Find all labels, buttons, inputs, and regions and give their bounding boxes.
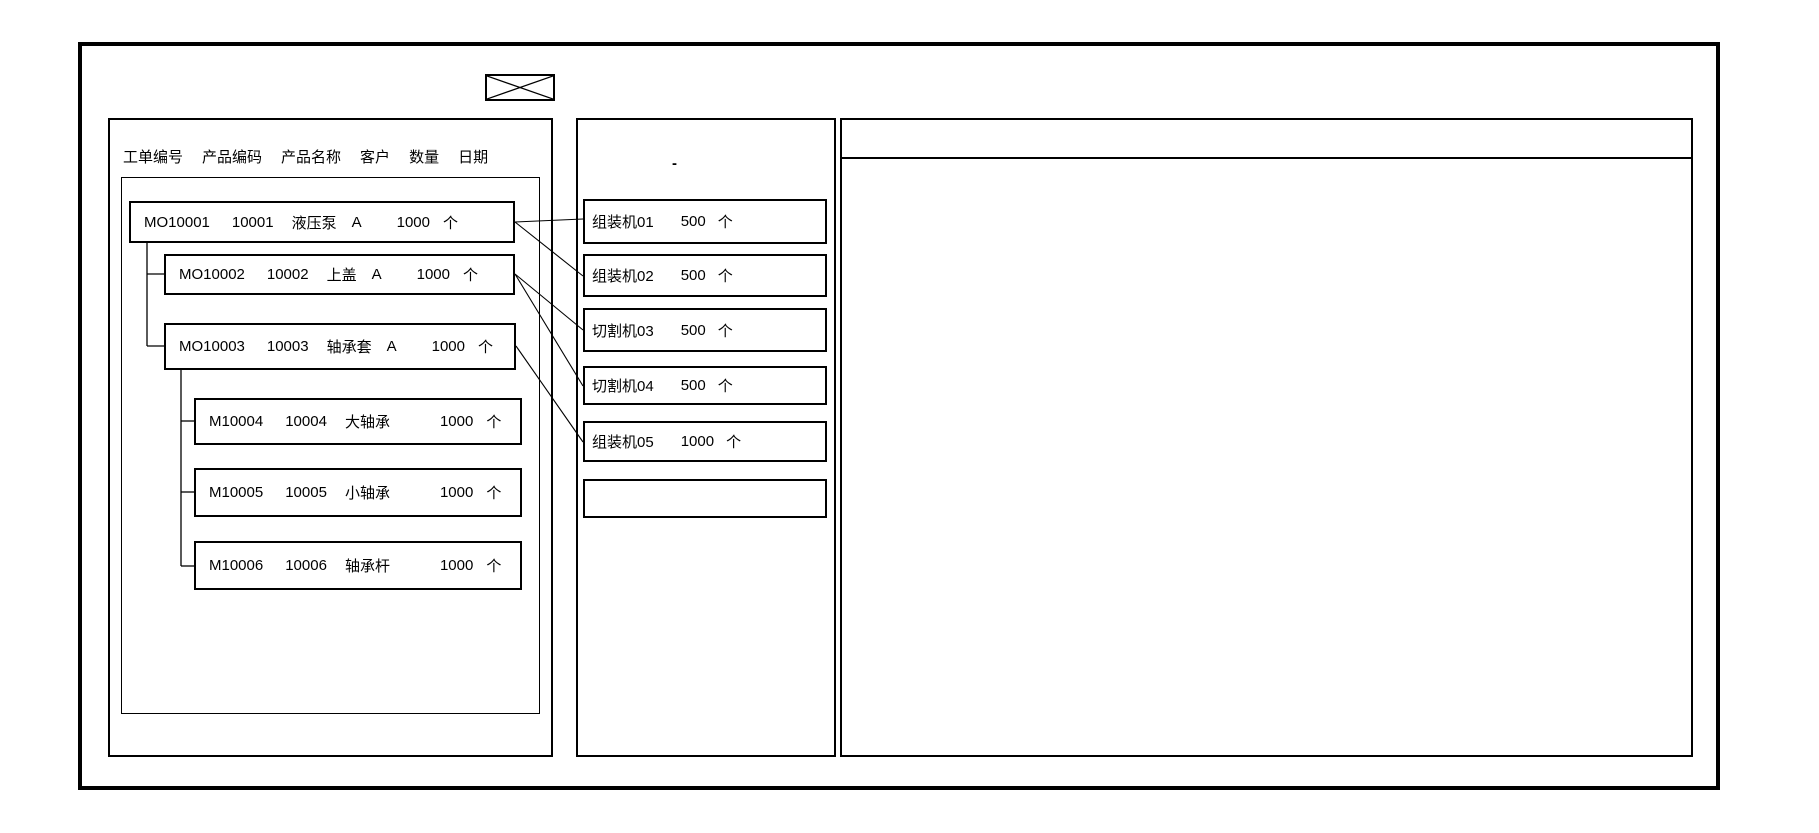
unit: 个	[463, 267, 479, 284]
work-order-node-mo10001[interactable]: MO10001 10001 液压泵 A 1000 个	[129, 201, 515, 243]
product-name: 小轴承	[344, 485, 390, 502]
machine-row-qgj03[interactable]: 切割机03 500 个	[583, 308, 827, 352]
product-name: 轴承杆	[344, 558, 390, 575]
product-name: 液压泵	[291, 214, 337, 232]
product-code: 10004	[285, 413, 327, 430]
column-header-date: 日期	[458, 148, 489, 166]
quantity: 1000	[439, 557, 474, 574]
machine-name: 组装机05	[592, 434, 654, 451]
product-code: 10005	[285, 484, 327, 501]
machine-qty: 500	[680, 321, 706, 339]
machine-qty: 1000	[680, 433, 715, 450]
product-name: 大轴承	[344, 414, 390, 431]
quantity: 1000	[396, 213, 430, 231]
machine-row-zzj01[interactable]: 组装机01 500 个	[583, 199, 827, 244]
order-no: MO10001	[144, 213, 210, 231]
machine-name: 切割机03	[592, 322, 654, 340]
column-header-order-no: 工单编号	[123, 148, 184, 166]
product-name: 上盖	[326, 267, 357, 284]
close-icon[interactable]	[485, 74, 555, 101]
work-order-node-m10005[interactable]: M10005 10005 小轴承 1000 个	[194, 468, 522, 517]
column-header-qty: 数量	[409, 148, 440, 166]
machine-qty: 500	[680, 377, 706, 394]
work-order-node-mo10003[interactable]: MO10003 10003 轴承套 A 1000 个	[164, 323, 516, 370]
machine-name: 组装机02	[592, 268, 654, 285]
unit: 个	[443, 214, 459, 232]
order-no: M10005	[209, 484, 264, 501]
schedule-panel	[840, 118, 1693, 757]
order-no: MO10003	[179, 338, 245, 355]
unit: 个	[486, 485, 502, 502]
customer: A	[386, 338, 397, 355]
x-glyph	[487, 76, 553, 99]
product-code: 10001	[231, 213, 274, 231]
unit: 个	[478, 339, 494, 356]
customer: A	[351, 213, 362, 231]
schedule-header-divider	[840, 157, 1693, 159]
unit: 个	[486, 558, 502, 575]
column-header-product-code: 产品编码	[202, 148, 263, 166]
order-no: M10006	[209, 557, 264, 574]
column-header-row: 工单编号 产品编码 产品名称 客户 数量 日期	[123, 146, 507, 166]
work-order-node-mo10002[interactable]: MO10002 10002 上盖 A 1000 个	[164, 254, 515, 295]
machine-row-zzj05[interactable]: 组装机05 1000 个	[583, 421, 827, 462]
machine-qty: 500	[680, 213, 706, 230]
unit: 个	[726, 434, 742, 451]
machine-row-zzj02[interactable]: 组装机02 500 个	[583, 254, 827, 297]
dot-mark: -	[672, 155, 677, 172]
product-name: 轴承套	[326, 339, 372, 356]
unit: 个	[717, 378, 733, 395]
machine-row-empty[interactable]	[583, 479, 827, 518]
quantity: 1000	[416, 266, 450, 283]
product-code: 10002	[266, 266, 309, 283]
unit: 个	[486, 414, 502, 431]
machine-qty: 500	[680, 267, 706, 284]
column-header-product-name: 产品名称	[281, 148, 342, 166]
quantity: 1000	[431, 338, 465, 355]
machine-name: 组装机01	[592, 214, 654, 231]
unit: 个	[717, 214, 733, 231]
unit: 个	[717, 322, 733, 340]
product-code: 10006	[285, 557, 327, 574]
order-no: M10004	[209, 413, 264, 430]
column-header-customer: 客户	[360, 148, 391, 166]
customer: A	[371, 266, 382, 283]
quantity: 1000	[439, 413, 474, 430]
work-order-node-m10006[interactable]: M10006 10006 轴承杆 1000 个	[194, 541, 522, 590]
unit: 个	[717, 268, 733, 285]
work-order-node-m10004[interactable]: M10004 10004 大轴承 1000 个	[194, 398, 522, 445]
product-code: 10003	[266, 338, 309, 355]
machine-row-qgj04[interactable]: 切割机04 500 个	[583, 366, 827, 405]
order-no: MO10002	[179, 266, 245, 283]
quantity: 1000	[439, 484, 474, 501]
machine-name: 切割机04	[592, 378, 654, 395]
